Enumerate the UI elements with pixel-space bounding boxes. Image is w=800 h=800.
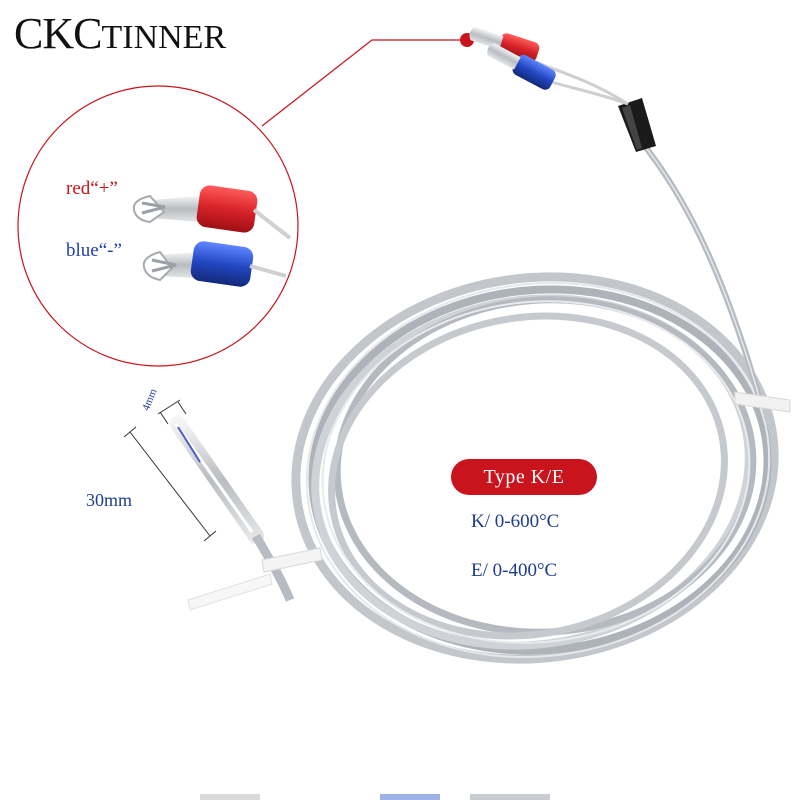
- type-badge: Type K/E: [451, 459, 597, 495]
- lead-cable: [637, 138, 763, 401]
- brand-prefix: CKC: [14, 9, 102, 58]
- heat-shrink-sleeve: [618, 98, 656, 152]
- k-type-range: K/ 0-600°C: [471, 511, 560, 532]
- probe-tip: [170, 416, 295, 602]
- cable-ties: [187, 391, 791, 611]
- brand-logo: CKCTINNER: [14, 12, 226, 56]
- e-type-range: E/ 0-400°C: [471, 560, 558, 581]
- coiled-cable: [291, 272, 779, 664]
- bottom-edge-fragment: [200, 794, 550, 800]
- brand-suffix: TINNER: [101, 19, 227, 56]
- red-spade-terminal: [132, 185, 292, 240]
- probe-length-label: 30mm: [86, 490, 133, 510]
- blue-negative-label: blue“-”: [66, 240, 122, 261]
- terminal-callout-circle: [17, 85, 299, 367]
- red-positive-label: red“+”: [66, 178, 118, 199]
- top-terminals: [469, 26, 556, 90]
- callout-pointer: [261, 33, 474, 127]
- blue-spade-terminal: [142, 241, 287, 287]
- dimension-lines: [123, 399, 217, 542]
